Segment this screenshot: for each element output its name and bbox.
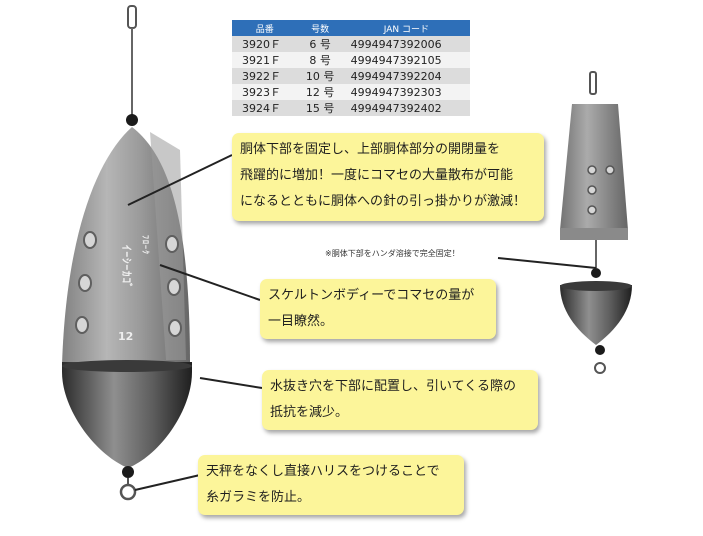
cell-part-number: 3921Ｆ [232,52,298,68]
callout-line: スケルトンボディーでコマセの量が [268,288,475,303]
callout-no-tenbin: 天秤をなくし直接ハリスをつけることで 糸ガラミを防止。 [198,455,464,515]
cell-part-number: 3922Ｆ [232,68,298,84]
product-small-label: ﾌﾛｰｸ [141,235,150,255]
cell-jan-code: 4994947392105 [342,52,470,68]
cell-jan-code: 4994947392006 [342,36,470,52]
cell-jan-code: 4994947392402 [342,100,470,116]
callout-line: 糸ガラミを防止。 [206,490,311,505]
callout-line: 天秤をなくし直接ハリスをつけることで [206,464,440,479]
product-brand-label: ｲｰｼｰｶｺﾞ [120,245,133,290]
spec-table: 品番 号数 JAN コード 3920Ｆ 6 号 4994947392006 39… [232,20,470,116]
table-row: 3924Ｆ 15 号 4994947392402 [232,100,470,116]
cell-jan-code: 4994947392303 [342,84,470,100]
callout-line: 抵抗を減少。 [270,405,349,420]
leader-lines [127,154,597,491]
spec-table-header: 品番 号数 JAN コード [232,20,470,36]
top-swivel-icon [126,5,138,126]
callout-water-holes: 水抜き穴を下部に配置し、引いてくる際の 抵抗を減少。 [262,370,538,430]
cell-size: 10 号 [297,68,343,84]
callout-line: 水抜き穴を下部に配置し、引いてくる際の [270,379,516,394]
header-size: 号数 [297,20,343,36]
solder-note: ※胴体下部をハンダ溶接で完全固定！ [325,249,460,258]
product-size-label: 12 [118,330,134,343]
table-row: 3923Ｆ 12 号 4994947392303 [232,84,470,100]
cell-size: 12 号 [297,84,343,100]
cell-size: 8 号 [297,52,343,68]
lead-sinker [62,362,192,468]
callout-body-opening: 胴体下部を固定し、上部胴体部分の開閉量を 飛躍的に増加！一度にコマセの大量散布が… [232,133,544,221]
table-row: 3922Ｆ 10 号 4994947392204 [232,68,470,84]
product-detail-image [560,71,632,374]
cell-jan-code: 4994947392204 [342,68,470,84]
callout-skeleton-body: スケルトンボディーでコマセの量が 一目瞭然。 [260,279,496,339]
cell-part-number: 3924Ｆ [232,100,298,116]
cell-part-number: 3920Ｆ [232,36,298,52]
bottom-ring-icon [119,466,137,501]
cell-part-number: 3923Ｆ [232,84,298,100]
cell-size: 15 号 [297,100,343,116]
header-jan-code: JAN コード [342,20,470,36]
callout-line: になるとともに胴体への針の引っ掛かりが激減！ [240,194,527,209]
table-row: 3921Ｆ 8 号 4994947392105 [232,52,470,68]
table-row: 3920Ｆ 6 号 4994947392006 [232,36,470,52]
cell-size: 6 号 [297,36,343,52]
header-part-number: 品番 [232,20,298,36]
water-holes [75,231,182,337]
callout-line: 飛躍的に増加！一度にコマセの大量散布が可能 [240,168,514,183]
callout-line: 胴体下部を固定し、上部胴体部分の開閉量を [240,142,501,157]
callout-line: 一目瞭然。 [268,314,334,329]
